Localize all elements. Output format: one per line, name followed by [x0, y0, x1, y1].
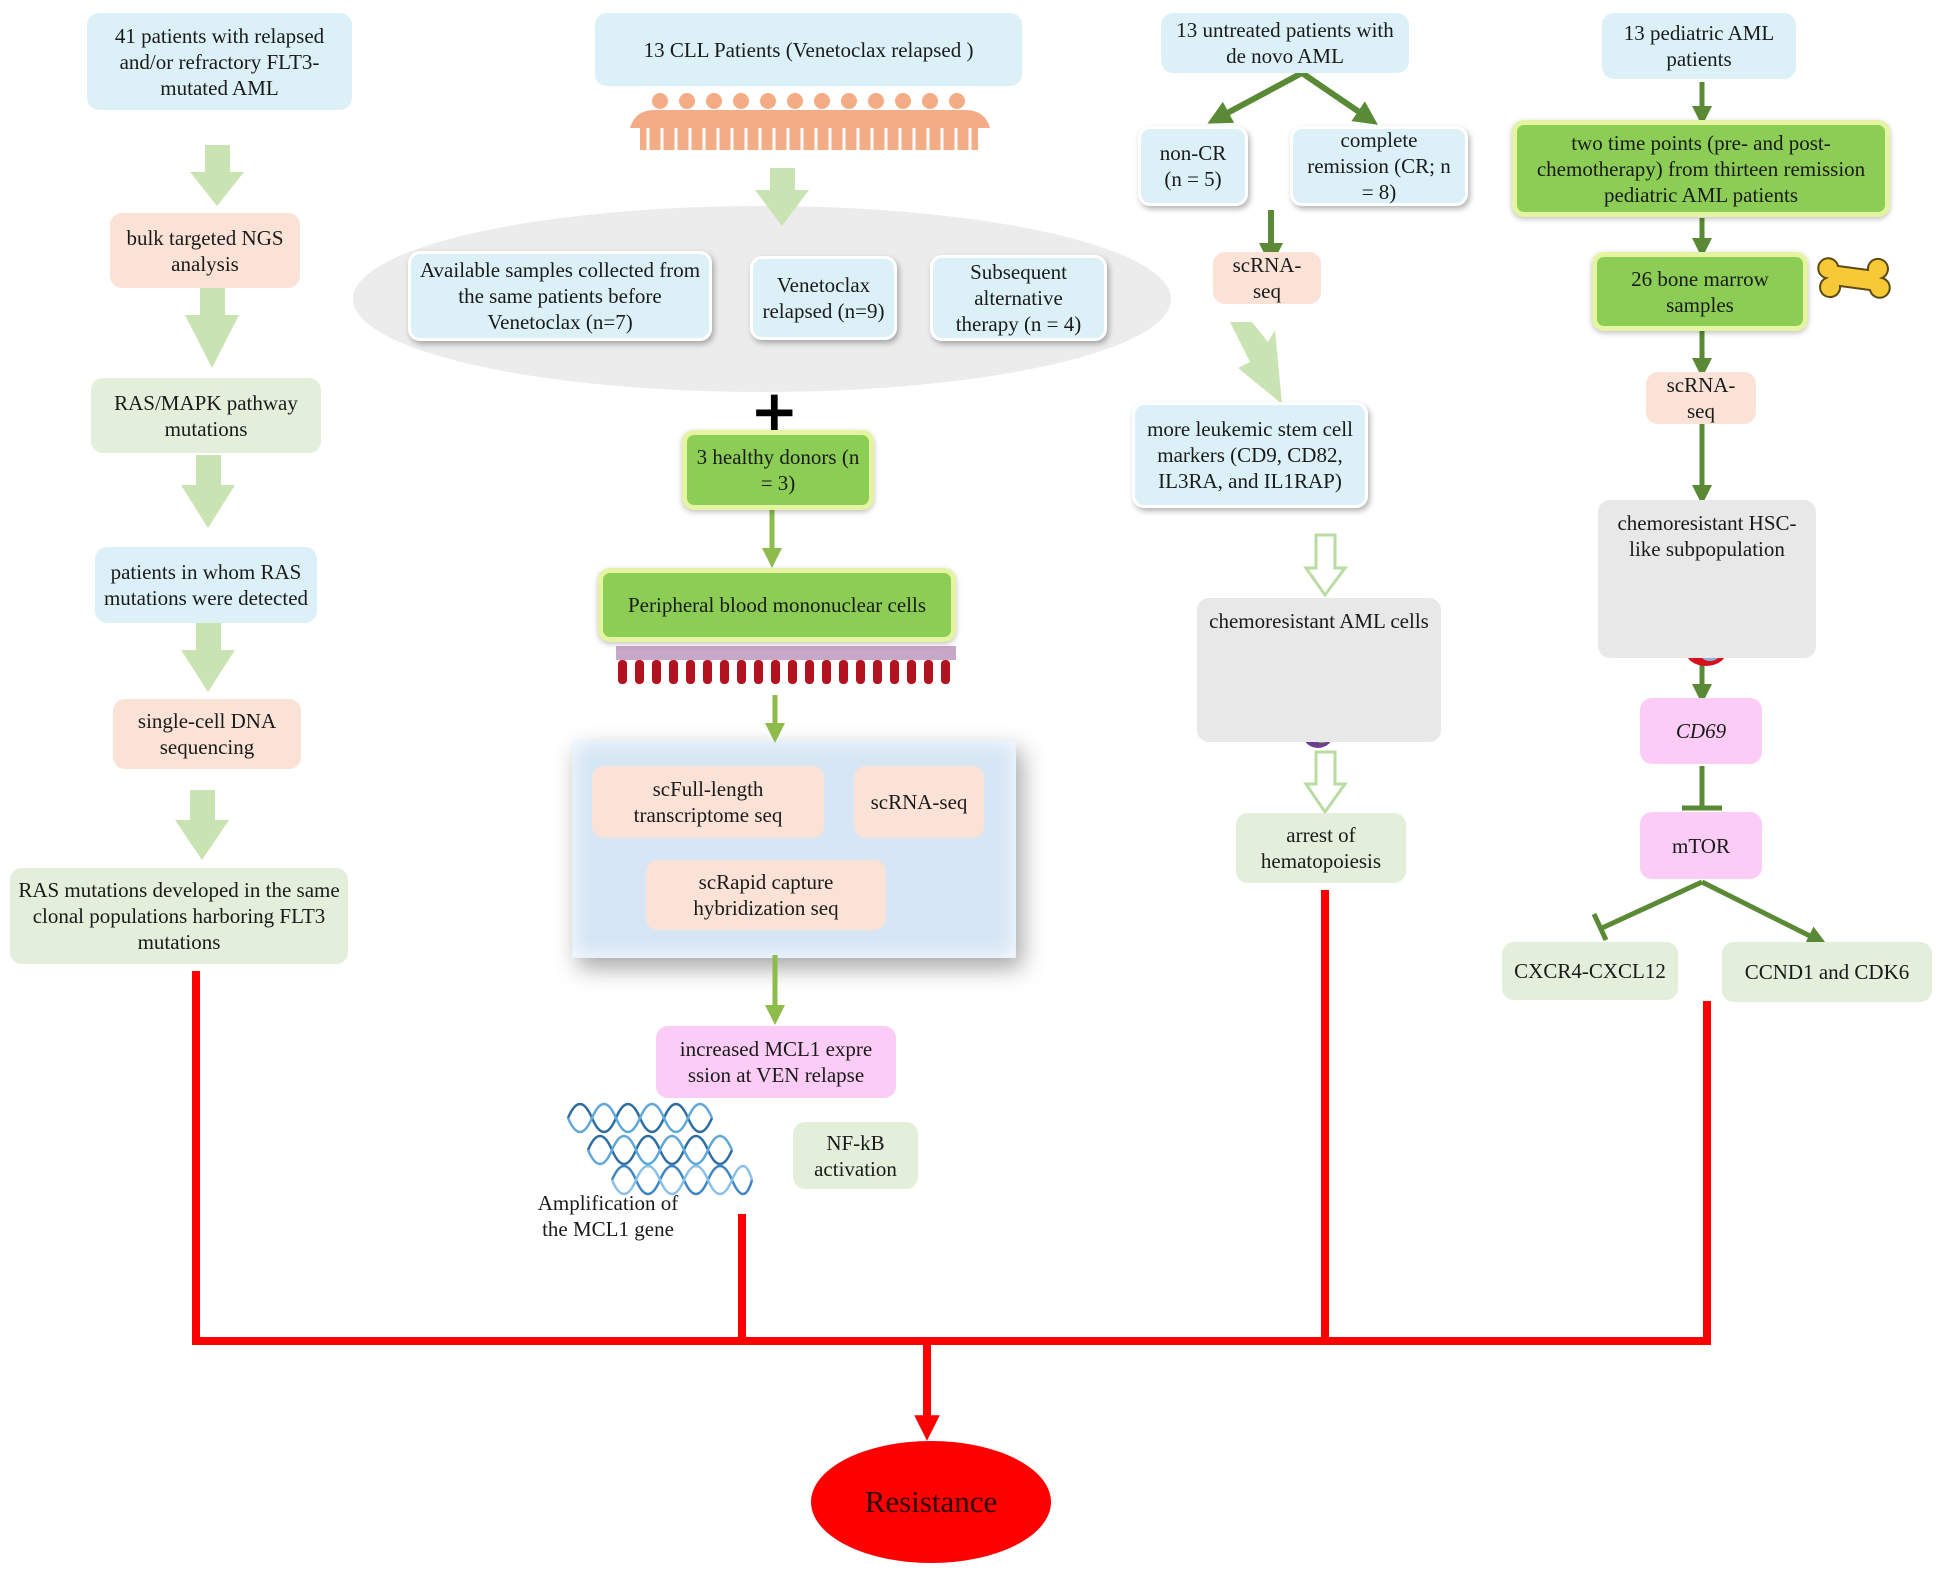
inhibit-mtor-cxcr4 — [1600, 879, 1704, 931]
red-convergence — [192, 890, 1711, 1441]
block-arrow — [181, 622, 235, 692]
col2-finding: increased MCL1 expre ssion at VEN relaps… — [656, 1026, 896, 1098]
col4-ccnd1: CCND1 and CDK6 — [1722, 942, 1932, 1002]
col4-scrna: scRNA-seq — [1646, 372, 1756, 424]
resistance-outcome: Resistance — [811, 1441, 1051, 1563]
col1-finding: RAS mutations developed in the same clon… — [10, 868, 348, 964]
col4-cxcr4: CXCR4-CXCL12 — [1502, 942, 1678, 1000]
hollow-arrow — [1303, 533, 1348, 815]
col2-sample-relapsed: Venetoclax relapsed (n=9) — [750, 256, 897, 340]
col4-bm-samples: 26 bone marrow samples — [1592, 252, 1808, 331]
col1-ras-patients: patients in whom RAS mutations were dete… — [95, 547, 317, 623]
col1-bulk-ngs: bulk targeted NGS analysis — [110, 213, 300, 288]
col2-donors: 3 healthy donors (n = 3) — [682, 430, 874, 510]
col3-scrna: scRNA-seq — [1213, 252, 1321, 304]
block-arrow — [175, 790, 229, 860]
col3-start: 13 untreated patients with de novo AML — [1161, 13, 1409, 73]
arrow-to-cr — [1300, 70, 1378, 125]
col2-pbmc: Peripheral blood mononuclear cells — [598, 568, 956, 642]
col2-sample-subsequent: Subsequent alternative therapy (n = 4) — [930, 255, 1107, 341]
col1-start: 41 patients with relapsed and/or refract… — [87, 13, 352, 110]
col2-scrapid: scRapid capture hybridization seq — [646, 860, 886, 930]
col3-arrest: arrest of hematopoiesis — [1236, 813, 1406, 883]
inhibit-bar — [1591, 912, 1609, 942]
block-arrow — [755, 168, 809, 226]
people-row-icon — [630, 93, 990, 152]
col4-timepoints: two time points (pre- and post-chemother… — [1512, 120, 1890, 217]
block-arrow — [185, 288, 239, 368]
col4-hsc: chemoresistant HSC-like subpopulation — [1598, 500, 1816, 658]
block-arrow — [190, 145, 244, 206]
col2-amplification: Amplification of the MCL1 gene — [537, 1191, 679, 1241]
block-arrow — [181, 455, 235, 528]
col1-ras-mapk: RAS/MAPK pathway mutations — [91, 378, 321, 453]
col3-noncr: non-CR (n = 5) — [1138, 126, 1248, 206]
col4-cd69: CD69 — [1640, 698, 1762, 764]
col4-mtor: mTOR — [1640, 812, 1762, 879]
col1-block-arrows — [175, 145, 244, 860]
arrow-to-noncr — [1207, 70, 1304, 124]
col2-start: 13 CLL Patients (Venetoclax relapsed ) — [595, 13, 1022, 86]
col1-sc-dna: single-cell DNA sequencing — [113, 699, 301, 769]
arrow-mtor-ccnd1 — [1700, 879, 1827, 945]
col3-cells: chemoresistant AML cells — [1197, 598, 1441, 742]
col3-markers: more leukemic stem cell markers (CD9, CD… — [1132, 402, 1368, 508]
col2-scfull-length: scFull-length transcriptome seq — [592, 766, 824, 838]
col3-cr: complete remission (CR; n = 8) — [1290, 126, 1468, 206]
block-arrow — [1230, 322, 1282, 404]
col4-start: 13 pediatric AML patients — [1602, 13, 1796, 79]
col2-nfkb: NF-kB activation — [793, 1122, 918, 1189]
blood-tubes-icon — [616, 646, 956, 684]
col2-sample-before: Available samples collected from the sam… — [408, 251, 712, 341]
col2-scrna-seq: scRNA-seq — [854, 766, 984, 838]
bone-icon — [1817, 257, 1891, 299]
dna-helix-icon — [566, 1102, 754, 1196]
